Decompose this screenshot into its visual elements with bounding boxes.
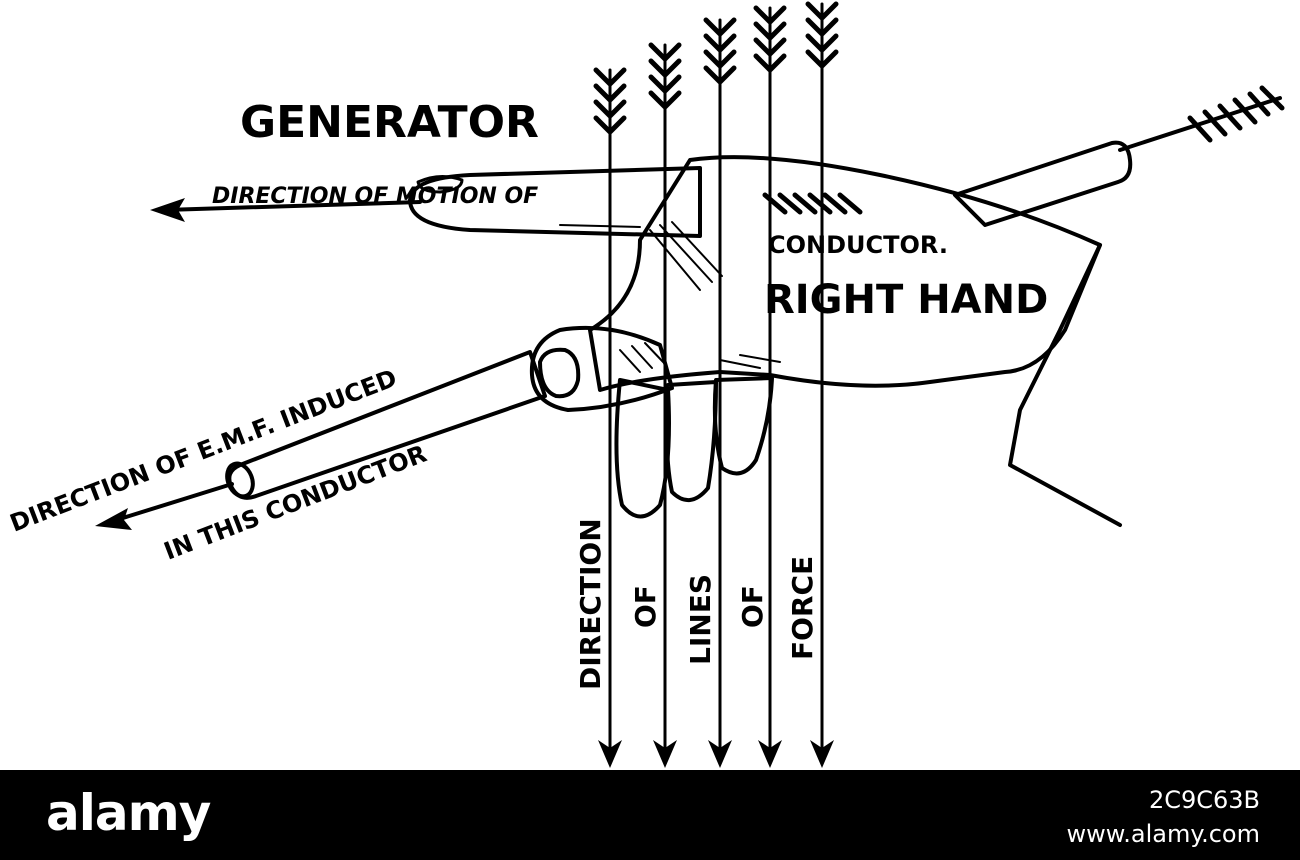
force-line-5 (805, 1, 839, 768)
emf-label-top: DIRECTION OF E.M.F. INDUCED (6, 364, 401, 538)
image-id: 2C9C63B (1148, 786, 1260, 814)
site-url: www.alamy.com (1066, 820, 1260, 848)
force-line-3 (703, 17, 737, 768)
force-label-4: OF (736, 585, 769, 628)
thumb (529, 325, 674, 412)
force-label-3: LINES (684, 574, 717, 665)
watermark-bar: alamy 2C9C63B www.alamy.com (0, 770, 1300, 860)
conductor-rod-lower (95, 350, 547, 530)
middle-finger (614, 378, 671, 519)
force-label-5: FORCE (786, 556, 819, 660)
force-line-2 (648, 42, 682, 768)
right-hand (408, 155, 1122, 527)
brand-logo: alamy (46, 784, 211, 842)
right-hand-rule-diagram: GENERATOR DIRECTION OF MOTION OF CONDUCT… (6, 1, 1285, 768)
palm (588, 155, 1102, 392)
little-finger (712, 376, 774, 476)
force-line-1 (593, 67, 627, 768)
conductor-rod-upper (953, 85, 1285, 227)
conductor-label: CONDUCTOR. (768, 231, 948, 259)
force-labels: DIRECTION OF LINES OF FORCE (574, 518, 819, 690)
force-label-1: DIRECTION (574, 518, 607, 690)
right-hand-label: RIGHT HAND (764, 277, 1048, 323)
lines-of-force (593, 1, 839, 768)
motion-arrow (150, 192, 863, 222)
generator-label: GENERATOR (240, 97, 539, 148)
motion-label: DIRECTION OF MOTION OF (212, 184, 538, 209)
force-label-2: OF (629, 585, 662, 628)
ring-finger (664, 380, 718, 502)
